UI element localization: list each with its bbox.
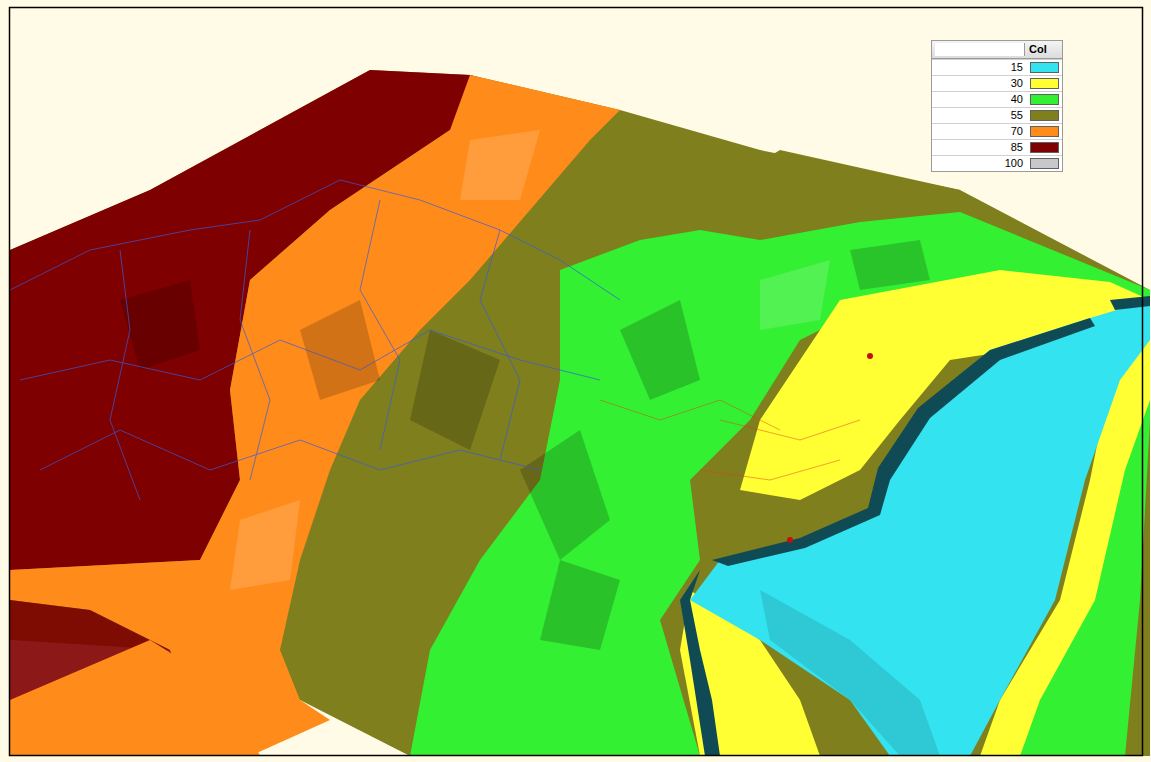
legend-value: 15	[932, 60, 1027, 75]
legend-header-text: Col	[1027, 41, 1062, 58]
legend-swatch	[1030, 142, 1059, 153]
legend-table: Col153040557085100	[931, 40, 1063, 172]
legend-swatch	[1030, 78, 1059, 89]
legend-value: 40	[932, 92, 1027, 107]
legend-row: 100	[932, 155, 1062, 171]
legend-swatch	[1030, 62, 1059, 73]
legend-swatch	[1030, 158, 1059, 169]
legend-row: 55	[932, 107, 1062, 123]
legend-value: 55	[932, 108, 1027, 123]
legend-row: 15	[932, 59, 1062, 75]
legend-value: 100	[932, 156, 1027, 171]
legend-row: 70	[932, 123, 1062, 139]
legend-swatch	[1030, 110, 1059, 121]
legend-swatch	[1030, 126, 1059, 137]
legend-header: Col	[932, 41, 1062, 59]
legend-row: 85	[932, 139, 1062, 155]
legend-row: 40	[932, 91, 1062, 107]
header-blank-cell	[935, 43, 1025, 56]
legend-value: 85	[932, 140, 1027, 155]
legend-swatch	[1030, 94, 1059, 105]
legend-value: 70	[932, 124, 1027, 139]
legend-value: 30	[932, 76, 1027, 91]
legend-row: 30	[932, 75, 1062, 91]
